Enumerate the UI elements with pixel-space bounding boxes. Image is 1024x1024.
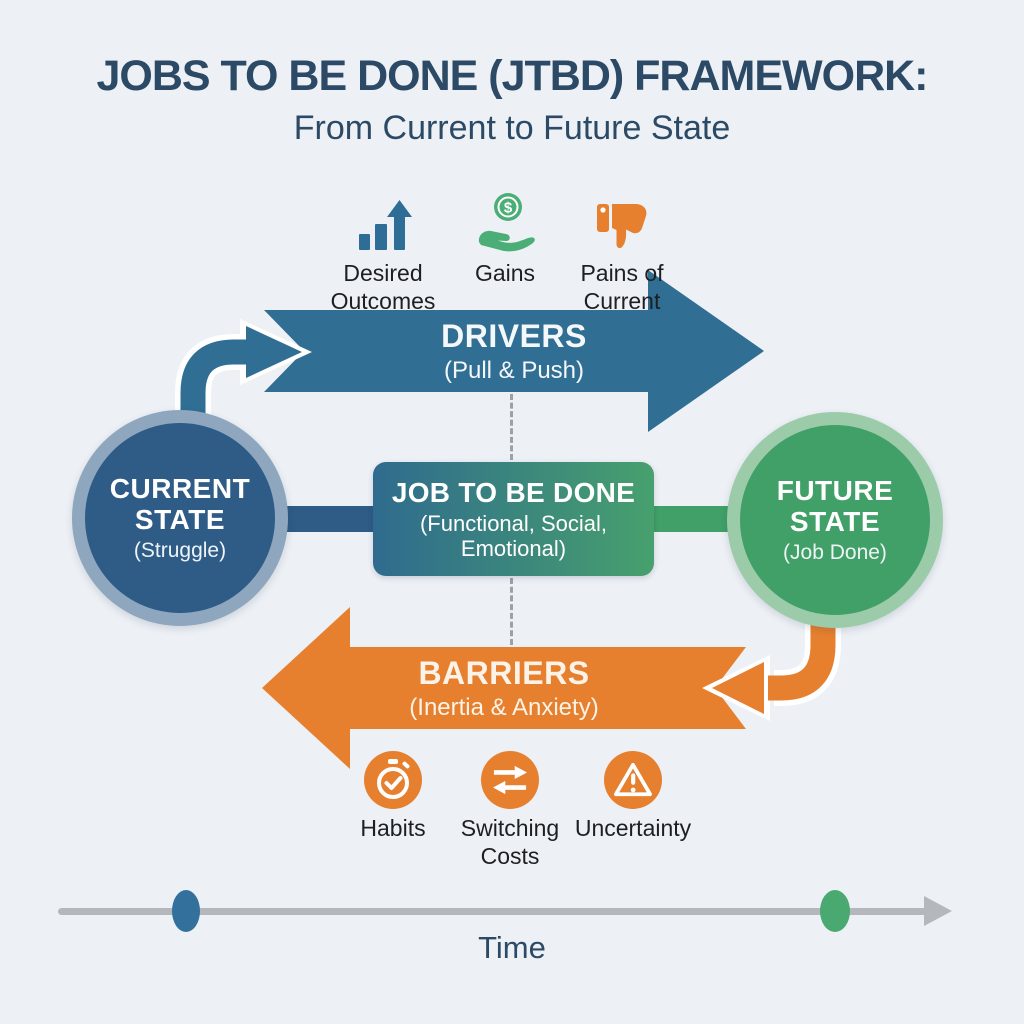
factor-label: Uncertainty — [574, 815, 692, 841]
hand-coin-icon: $ — [474, 192, 536, 254]
barriers-arrow: BARRIERS (Inertia & Anxiety) — [262, 607, 746, 769]
bar-chart-growth-icon — [354, 192, 412, 254]
factor-label: Desired Outcomes — [330, 260, 436, 314]
factor-label: Gains — [474, 260, 536, 286]
warning-triangle-icon — [604, 747, 662, 809]
jtbd-label: JOB TO BE DONE — [391, 476, 636, 508]
current-state-circle: CURRENT STATE (Struggle) — [72, 410, 288, 626]
current-to-jtbd-connector — [286, 506, 378, 532]
dashed-guide-bottom — [510, 578, 513, 645]
current-state-sublabel: (Struggle) — [133, 539, 227, 563]
current-state-inner: CURRENT STATE (Struggle) — [85, 423, 275, 613]
switch-arrows-icon — [481, 747, 539, 809]
future-state-sublabel: (Job Done) — [783, 541, 887, 565]
jtbd-sublabel: (Functional, Social, Emotional) — [419, 510, 608, 561]
stopwatch-check-icon — [364, 747, 422, 809]
future-state-label: FUTURE STATE — [776, 474, 894, 537]
factor-habits: Habits — [313, 747, 473, 843]
dashed-guide-top — [510, 394, 513, 460]
thumbs-down-icon — [593, 192, 651, 254]
drivers-arrow-sublabel: (Pull & Push) — [443, 356, 585, 384]
barriers-arrow-sublabel: (Inertia & Anxiety) — [409, 693, 599, 721]
factor-gains: $ Gains — [425, 192, 585, 288]
timeline-arrowhead-icon — [924, 896, 952, 926]
factor-switching-costs: Switching Costs — [430, 747, 590, 870]
factor-label: Habits — [360, 815, 426, 841]
timeline-axis — [58, 908, 926, 915]
job-to-be-done-box: JOB TO BE DONE (Functional, Social, Emot… — [373, 462, 654, 576]
factor-uncertainty: Uncertainty — [553, 747, 713, 843]
title-line2: From Current to Future State — [293, 109, 731, 147]
timeline-future-dot — [820, 890, 850, 932]
factor-desired-outcomes: Desired Outcomes — [303, 192, 463, 315]
timeline-label: Time — [478, 930, 546, 965]
factor-label: Pains of Current — [580, 260, 664, 314]
title-line1: JOBS TO BE DONE (JTBD) FRAMEWORK: — [96, 52, 929, 100]
factor-label: Switching Costs — [460, 815, 560, 869]
timeline-current-dot — [172, 890, 200, 932]
svg-text:$: $ — [504, 200, 513, 217]
factor-pains-of-current: Pains of Current — [542, 192, 702, 315]
future-state-inner: FUTURE STATE (Job Done) — [740, 425, 930, 615]
jtbd-to-future-connector — [648, 506, 736, 532]
drivers-arrow-label: DRIVERS — [441, 317, 587, 354]
current-state-label: CURRENT STATE — [109, 472, 251, 535]
barriers-arrow-label: BARRIERS — [418, 654, 590, 691]
page-title: JOBS TO BE DONE (JTBD) FRAMEWORK: From C… — [0, 52, 1024, 148]
future-state-circle: FUTURE STATE (Job Done) — [727, 412, 943, 628]
